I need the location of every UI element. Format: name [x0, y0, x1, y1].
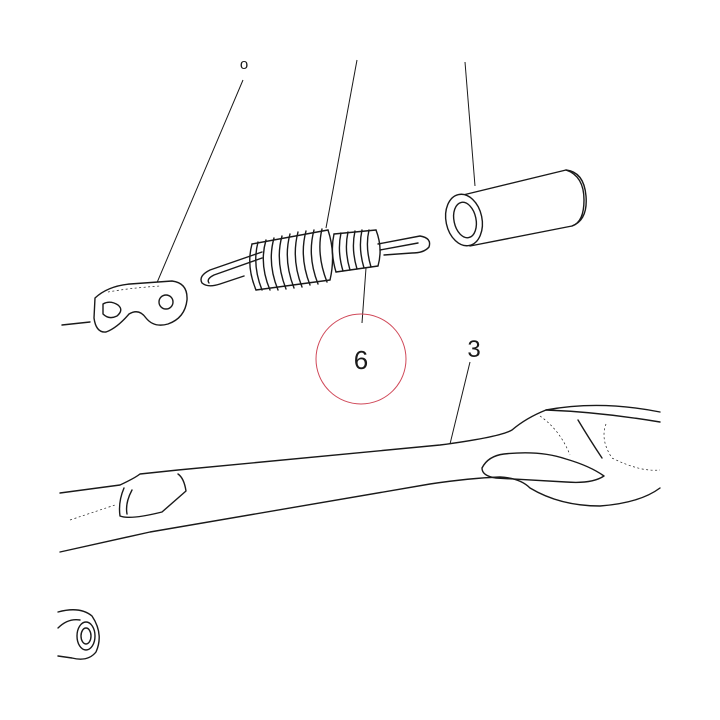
callout-small-ring: o — [240, 56, 248, 73]
link-plate — [61, 280, 188, 333]
leader-lines — [155, 59, 476, 445]
leader-line-sleeve — [464, 61, 476, 187]
leader-line-spring-end — [361, 267, 367, 324]
highlight-circle — [315, 313, 407, 405]
bottom-left-fragment — [57, 609, 100, 660]
callouts: o 3 6 — [240, 56, 481, 405]
callout-frame: 3 — [467, 336, 480, 363]
callout-spring-highlight: 6 — [354, 345, 368, 375]
leader-line-frame — [449, 361, 471, 445]
coil-spring — [200, 228, 431, 291]
frame-lever — [59, 404, 661, 553]
leader-line-spring — [325, 59, 358, 229]
leader-line-washer — [155, 79, 244, 286]
sleeve — [444, 169, 587, 247]
